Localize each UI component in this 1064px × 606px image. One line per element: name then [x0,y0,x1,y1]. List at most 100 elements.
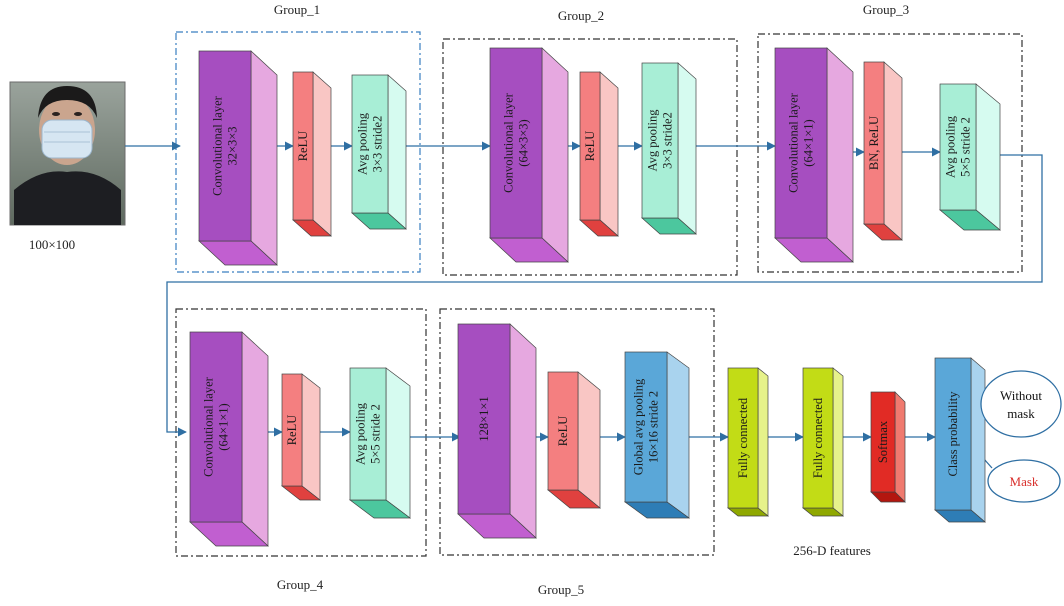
block-label-14: ReLU [556,416,570,447]
block-label-5: ReLU [583,131,597,162]
block-front-face [579,71,601,221]
block-label-line: 5×5 stride 2 [959,117,973,177]
layer-block-2: ReLU [292,71,332,237]
block-front-face [863,61,885,225]
block-label-line: 3×3 stride2 [661,112,675,169]
block-side-face [385,367,411,519]
output-ellipse [980,370,1062,438]
block-label-line: Softmax [876,420,890,463]
block-front-face [802,367,834,509]
block-side-face [301,373,321,501]
block-label-6: Avg pooling3×3 stride2 [646,109,675,172]
block-label-12: Avg pooling5×5 stride 2 [354,402,383,465]
group-box-2 [442,38,738,276]
layer-block-1: Convolutional layer32×3×3 [198,50,278,266]
layer-block-14: ReLU [547,371,601,509]
layer-block-18: Softmax [870,391,906,503]
layer-block-17: Fully connected [802,367,844,517]
block-front-face [281,373,303,487]
block-side-face [577,371,601,509]
block-label-line: Convolutional layer [211,95,225,195]
block-label-line: ReLU [583,131,597,162]
group-box-5 [439,308,715,556]
group-label-2: Group_2 [558,8,604,23]
block-side-face [677,62,697,235]
block-label-18: Softmax [876,420,890,463]
block-front-face [624,351,668,503]
output-label-line: Mask [1010,474,1039,489]
output-bubble-2: Mask [987,459,1061,503]
block-side-face [250,50,278,266]
layer-block-15: Global avg pooling16×16 stride 2 [623,351,691,519]
block-label-11: ReLU [285,415,299,446]
block-side-face [509,323,537,539]
layer-block-7: Convolutional layer(64×1×1) [774,47,854,263]
block-label-line: Global avg pooling [632,378,646,475]
group-label-4: Group_4 [277,577,324,592]
block-label-line: Avg pooling [646,109,660,172]
block-front-face [727,367,759,509]
block-side-face [894,391,906,503]
block-label-line: ReLU [285,415,299,446]
block-label-3: Avg pooling3×3 stride2 [356,112,385,175]
block-label-19: Class probability [946,391,960,477]
block-label-line: 5×5 stride 2 [369,404,383,464]
group-label-1: Group_1 [274,2,320,17]
block-side-face [975,83,1001,231]
block-front-face [934,357,972,511]
layer-block-12: Avg pooling5×5 stride 2 [348,367,412,519]
layer-block-19: Class probability [934,357,986,523]
block-label-line: ReLU [556,416,570,447]
block-side-face [599,71,619,237]
block-label-17: Fully connected [811,397,825,478]
layer-block-10: Convolutional layer(64×1×1) [189,331,269,547]
output-ellipse [987,459,1061,503]
block-front-face [457,323,511,515]
block-label-line: (64×3×3) [517,119,531,166]
block-front-face [198,50,252,242]
layer-block-6: Avg pooling3×3 stride2 [641,62,697,235]
block-front-face [349,367,387,501]
block-front-face [489,47,543,239]
block-front-face [292,71,314,221]
connection-arrow-10 [166,154,1043,437]
block-side-face [312,71,332,237]
block-label-line: Class probability [946,391,960,477]
block-front-face [774,47,828,239]
block-side-face [883,61,903,241]
block-side-face [757,367,769,517]
layer-block-11: ReLU [280,373,322,501]
features-label: 256-D features [793,543,871,558]
block-side-face [387,74,407,230]
block-side-face [826,47,854,263]
block-label-1: Convolutional layer32×3×3 [211,95,240,195]
block-label-line: Convolutional layer [787,92,801,192]
block-front-face [939,83,977,211]
block-side-face [666,351,690,519]
block-label-4: Convolutional layer(64×3×3) [502,92,531,192]
input-size-label: 100×100 [29,237,75,252]
block-label-line: (64×1×1) [802,119,816,166]
block-label-line: (64×1×1) [217,403,231,450]
block-label-line: Convolutional layer [502,92,516,192]
block-label-line: 128×1×1 [477,396,491,441]
block-front-face [870,391,896,493]
block-label-7: Convolutional layer(64×1×1) [787,92,816,192]
block-label-line: Fully connected [811,397,825,478]
group-label-5: Group_5 [538,582,584,597]
block-label-9: Avg pooling5×5 stride 2 [944,115,973,178]
block-label-line: BN, ReLU [867,116,881,170]
block-side-face [970,357,986,523]
block-label-line: Fully connected [736,397,750,478]
layer-block-8: BN, ReLU [863,61,903,241]
block-label-2: ReLU [296,131,310,162]
output-label-line: mask [1007,406,1035,421]
block-label-8: BN, ReLU [867,116,881,170]
group-boxes [175,31,1023,557]
layer-block-3: Avg pooling3×3 stride2 [351,74,407,230]
block-label-line: Avg pooling [356,112,370,175]
